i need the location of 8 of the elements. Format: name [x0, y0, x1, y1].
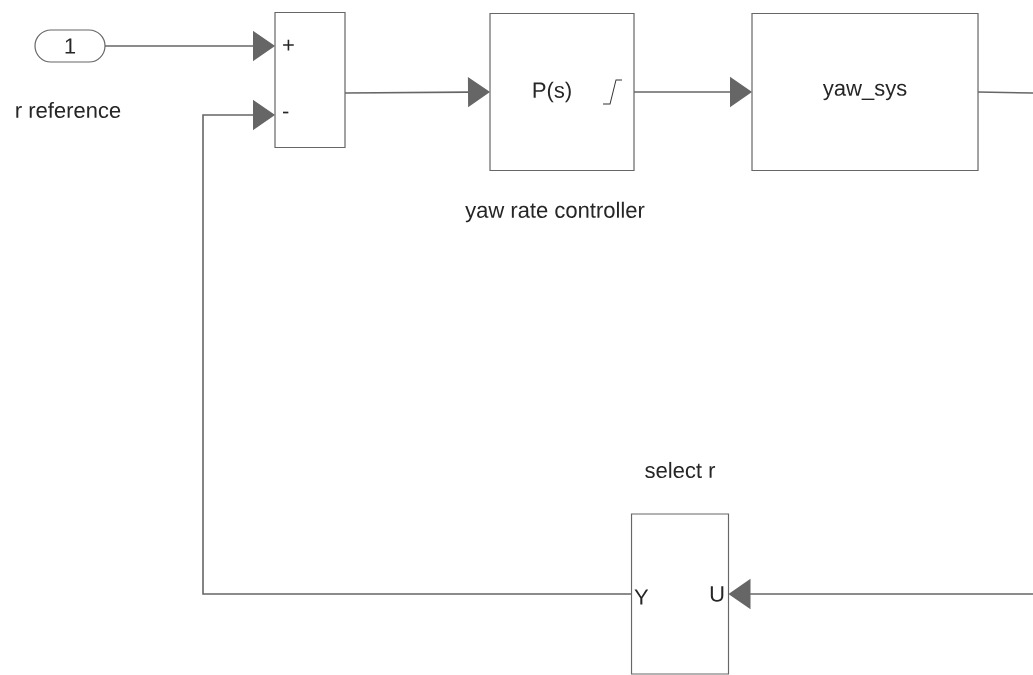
connector-arrow [202, 99, 633, 595]
block: P(s) [489, 12, 635, 172]
block: yaw_sys [751, 12, 979, 172]
block-caption: yaw rate controller [465, 201, 645, 223]
block: Y U [630, 513, 730, 675]
block-caption: r reference [16, 101, 121, 119]
block-caption: select r [645, 461, 716, 479]
sum-block: + - [274, 11, 346, 149]
